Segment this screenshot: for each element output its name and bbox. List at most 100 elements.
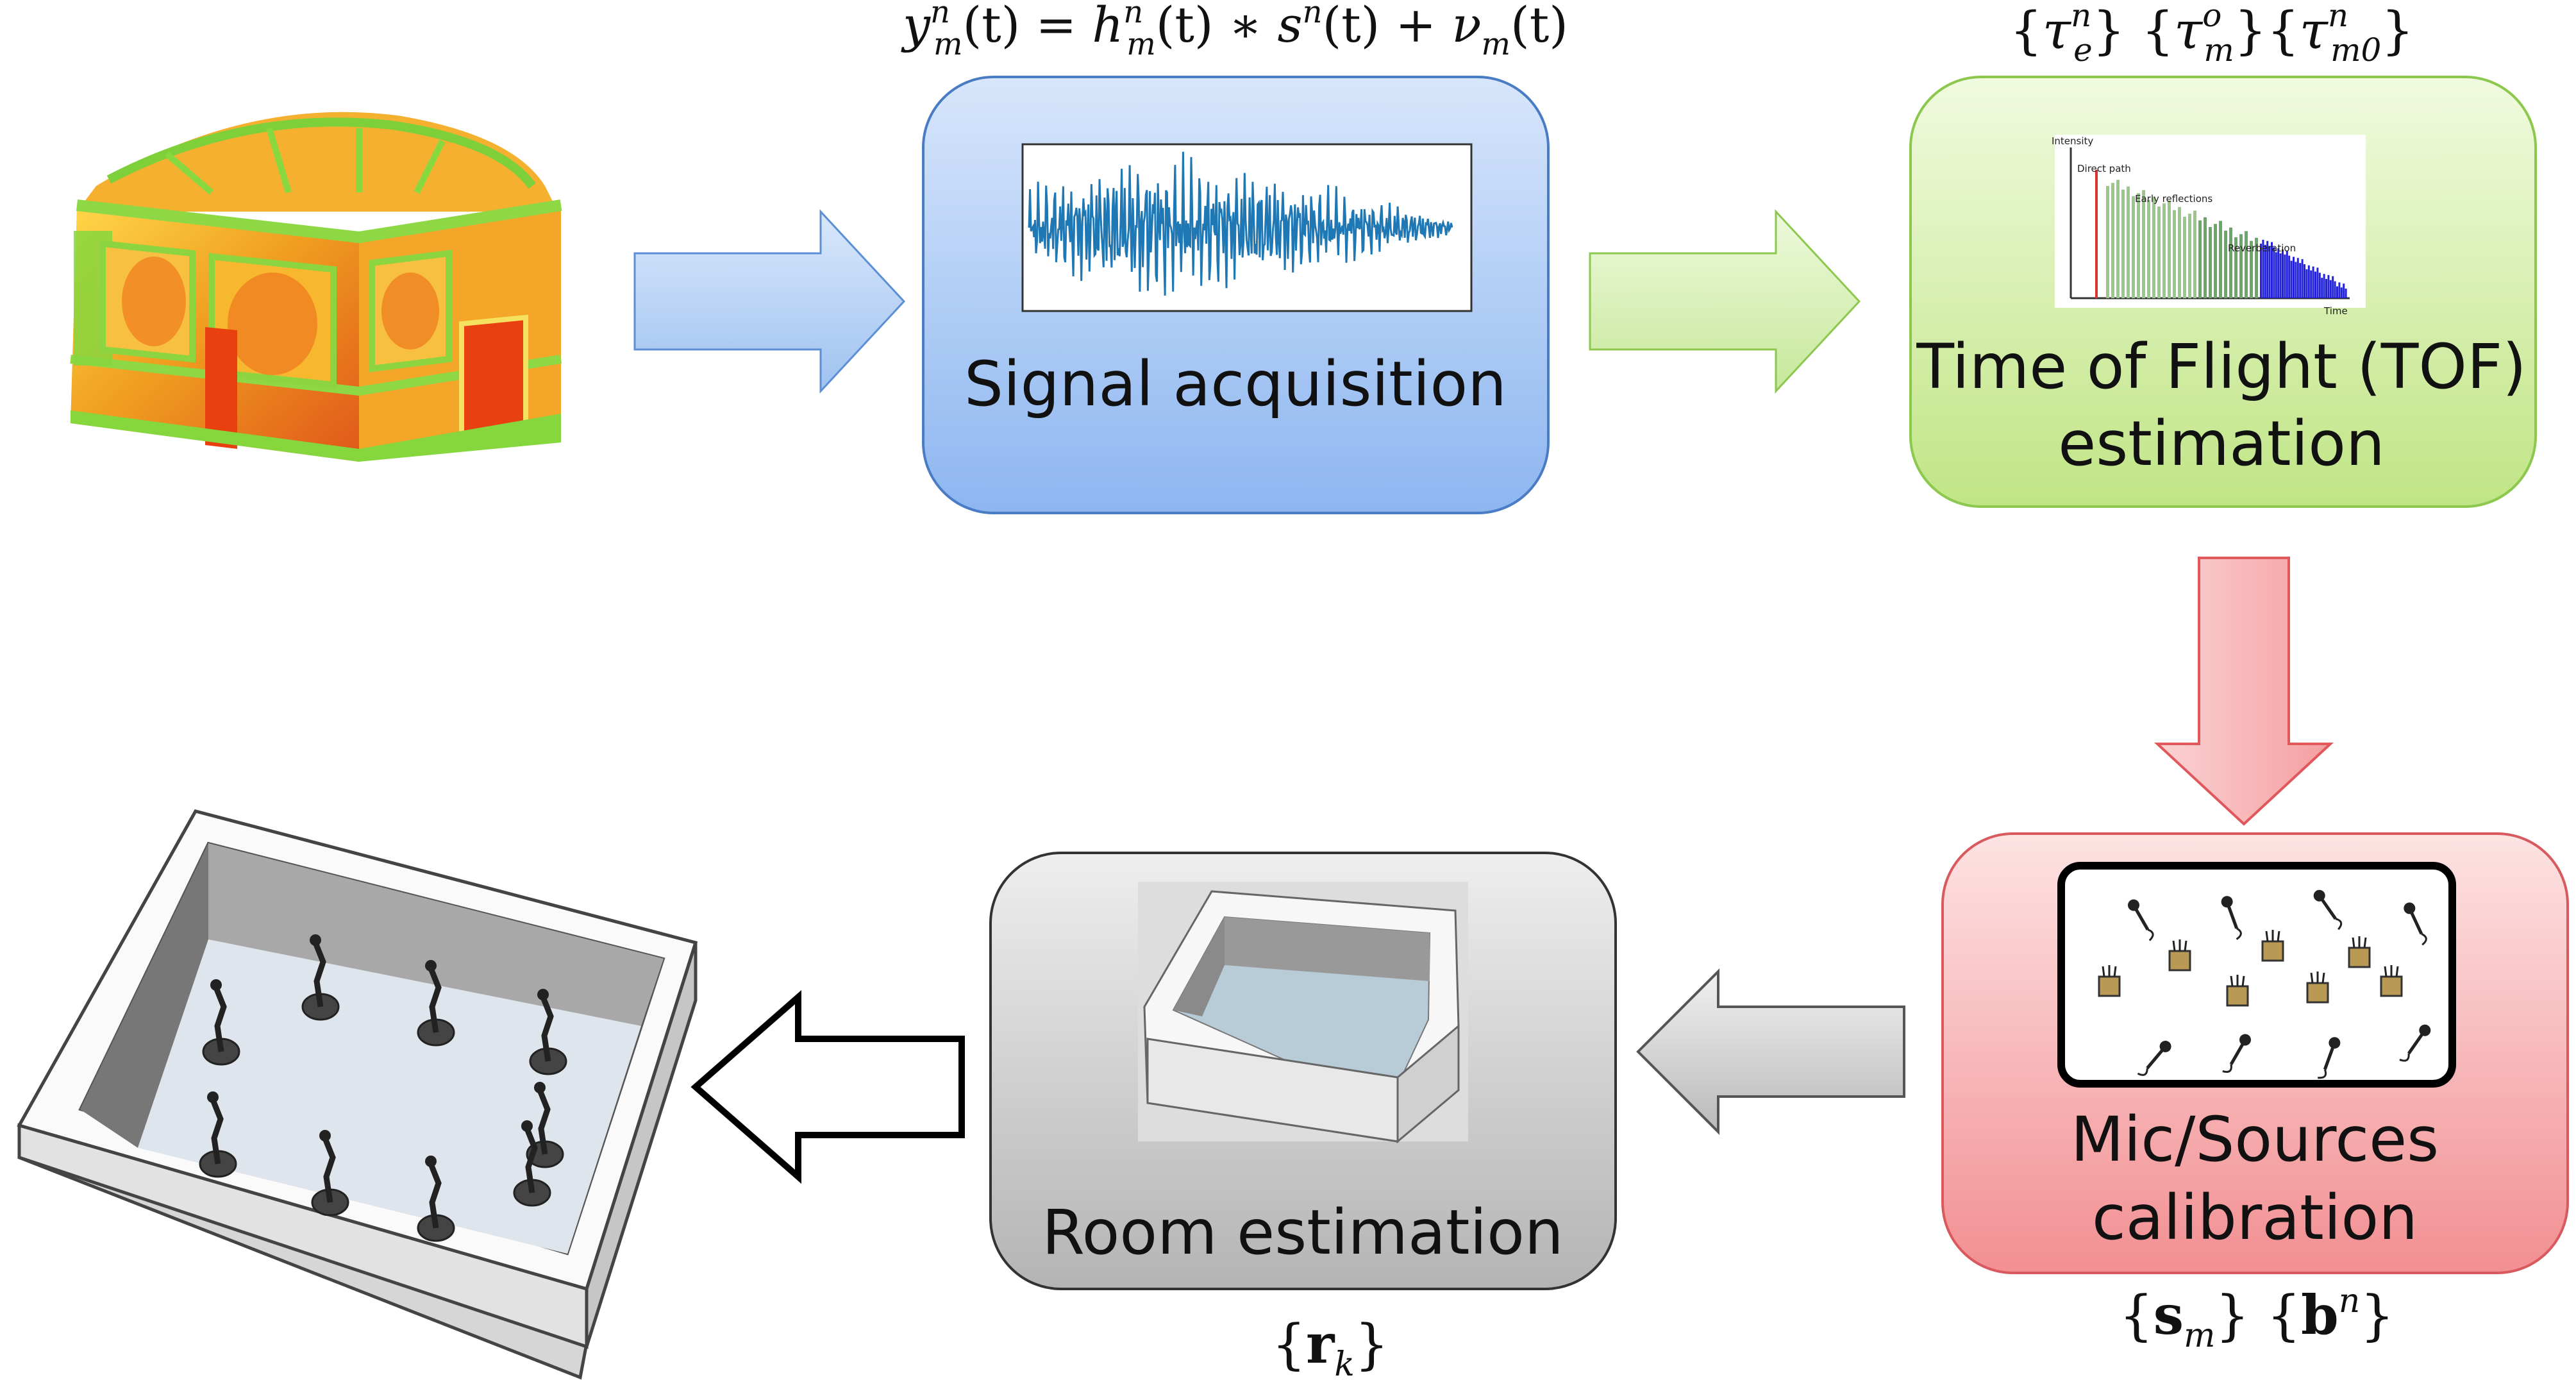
impulse-bar bbox=[2132, 196, 2135, 298]
impulse-bar bbox=[2310, 270, 2313, 298]
impulse-bar bbox=[2116, 180, 2120, 298]
arrow-left-gray bbox=[1636, 968, 1905, 1135]
impulse-bar bbox=[2250, 240, 2253, 298]
impulse-bar bbox=[2273, 247, 2275, 298]
impulse-bar bbox=[2296, 258, 2299, 298]
impulse-bar bbox=[2204, 217, 2207, 298]
impulse-bar bbox=[2325, 279, 2327, 298]
room-mic-stand bbox=[513, 1120, 551, 1207]
inset-early-reflections: Early reflections bbox=[2135, 193, 2212, 205]
room-planes-equation: {rk} bbox=[1272, 1312, 1389, 1380]
impulse-bar bbox=[2229, 227, 2232, 298]
impulse-bar bbox=[2286, 250, 2288, 298]
impulse-bar bbox=[2142, 190, 2145, 298]
mic-icon bbox=[2313, 889, 2343, 930]
stage-signal-acquisition: Signal acquisition bbox=[922, 76, 1550, 514]
source-icon bbox=[2098, 965, 2121, 997]
impulse-bar bbox=[2301, 259, 2304, 298]
inset-ylabel: Intensity bbox=[2052, 135, 2093, 147]
room-estimation-label: Room estimation bbox=[1042, 1197, 1564, 1268]
estimated-room-with-mics bbox=[17, 809, 698, 1380]
impulse-bar bbox=[2327, 274, 2330, 298]
impulse-bar bbox=[2279, 253, 2282, 298]
tof-label-line1: Time of Flight (TOF) bbox=[1916, 331, 2526, 403]
impulse-bar bbox=[2193, 210, 2196, 298]
arrow-down-red bbox=[2154, 557, 2334, 826]
source-icon bbox=[2306, 972, 2329, 1004]
room-mic-stands bbox=[199, 934, 567, 1242]
impulse-bar bbox=[2345, 289, 2347, 298]
source-icon bbox=[2226, 975, 2249, 1007]
impulse-bar bbox=[2293, 257, 2295, 298]
source-icon bbox=[2380, 965, 2403, 997]
impulse-bar bbox=[2095, 170, 2098, 298]
inset-reverberation: Reverberation bbox=[2228, 242, 2296, 254]
arrow-right-blue bbox=[633, 209, 906, 394]
arrow-right-green bbox=[1589, 209, 1861, 394]
impulse-response-bars bbox=[2095, 170, 2347, 298]
impulse-bar bbox=[2314, 271, 2316, 298]
impulse-bar bbox=[2268, 246, 2271, 298]
signal-acquisition-label: Signal acquisition bbox=[964, 348, 1507, 420]
source-icon bbox=[2168, 939, 2191, 972]
inset-xlabel: Time bbox=[2323, 305, 2348, 317]
impulse-bar bbox=[2340, 287, 2343, 298]
mic-icon bbox=[2221, 896, 2242, 940]
impulse-bar bbox=[2245, 231, 2248, 298]
impulse-bar bbox=[2343, 283, 2345, 298]
source-icon bbox=[2348, 936, 2371, 968]
tof-label-line2: estimation bbox=[2058, 408, 2385, 480]
mic-source-icons bbox=[2098, 889, 2431, 1079]
impulse-bar bbox=[2173, 210, 2176, 298]
impulse-bar bbox=[2332, 276, 2334, 298]
calibration-scene bbox=[2057, 862, 2456, 1088]
building-point-cloud-image bbox=[70, 112, 562, 462]
impulse-bar bbox=[2147, 199, 2150, 298]
impulse-bar bbox=[2316, 267, 2319, 298]
impulse-bar bbox=[2162, 203, 2166, 298]
arrow-left-white bbox=[690, 989, 965, 1184]
impulse-bar bbox=[2323, 274, 2325, 298]
impulse-bar bbox=[2157, 206, 2161, 298]
impulse-bar bbox=[2299, 263, 2302, 298]
impulse-bar bbox=[2312, 266, 2314, 298]
impulse-bar bbox=[2121, 189, 2125, 298]
impulse-bar bbox=[2214, 224, 2217, 298]
room-box-model bbox=[1143, 890, 1460, 1144]
impulse-bar bbox=[2168, 200, 2171, 298]
impulse-bar bbox=[2152, 196, 2155, 298]
waveform-signal bbox=[1028, 151, 1453, 296]
calibration-sets-equation: {sm} {bn} bbox=[2119, 1282, 2394, 1355]
impulse-bar bbox=[2334, 281, 2336, 298]
impulse-bar bbox=[2282, 249, 2284, 298]
impulse-bar bbox=[2338, 282, 2341, 298]
impulse-bar bbox=[2127, 186, 2130, 298]
impulse-bar bbox=[2275, 252, 2277, 298]
impulse-bar bbox=[2234, 237, 2237, 298]
stage-tof-estimation: Intensity Time Direct path Early reflect… bbox=[1909, 76, 2537, 508]
room-mic-stand bbox=[311, 1130, 349, 1216]
impulse-bar bbox=[2262, 239, 2264, 298]
stage-room-estimation: Room estimation bbox=[989, 852, 1617, 1290]
mic-icon bbox=[2128, 899, 2154, 941]
impulse-bar bbox=[2178, 206, 2181, 298]
mic-icon bbox=[2137, 1040, 2171, 1076]
stage-mic-sources-calibration: Mic/Sources calibration bbox=[1941, 832, 2569, 1274]
impulse-bar bbox=[2307, 265, 2310, 298]
mic-icon bbox=[2399, 1024, 2431, 1062]
impulse-bar bbox=[2329, 280, 2332, 298]
impulse-bar bbox=[2111, 183, 2114, 298]
impulse-bar bbox=[2188, 214, 2191, 298]
calibration-label-line2: calibration bbox=[2092, 1182, 2418, 1254]
impulse-bar bbox=[2198, 220, 2202, 298]
impulse-bar bbox=[2219, 221, 2222, 298]
impulse-bar bbox=[2137, 193, 2140, 298]
room-mic-stand bbox=[202, 979, 240, 1066]
impulse-bar bbox=[2255, 237, 2258, 298]
mic-icon bbox=[2318, 1037, 2341, 1079]
impulse-bar bbox=[2288, 255, 2291, 298]
source-icon bbox=[2261, 930, 2284, 962]
